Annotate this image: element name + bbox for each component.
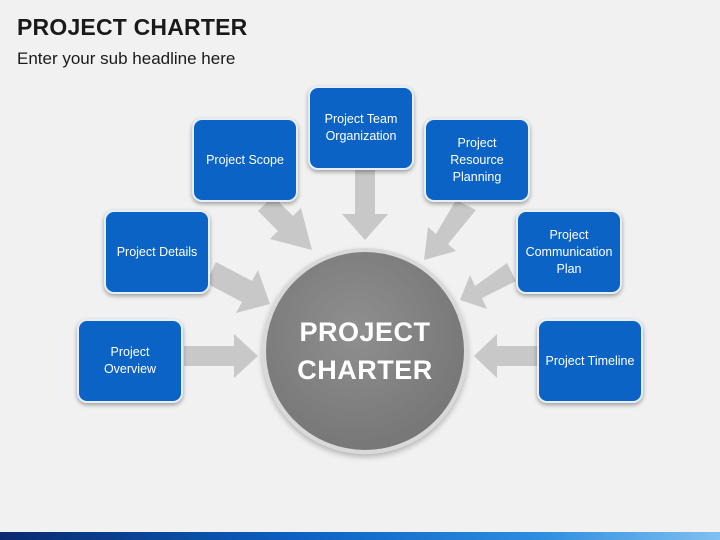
node-label: Project Team Organization xyxy=(324,112,398,143)
arrow-resource xyxy=(424,200,476,260)
center-circle: PROJECT CHARTER xyxy=(262,248,468,454)
node-project-overview: Project Overview xyxy=(77,319,183,403)
center-label: PROJECT CHARTER xyxy=(297,317,433,385)
arrow-team xyxy=(342,170,388,240)
footer-bar xyxy=(0,532,720,540)
arrow-timeline xyxy=(474,334,537,378)
arrow-communication xyxy=(460,263,516,309)
node-project-scope: Project Scope xyxy=(192,118,298,202)
node-label: Project Timeline xyxy=(545,353,635,368)
node-label: Project Resource Planning xyxy=(450,135,504,184)
page-title: PROJECT CHARTER xyxy=(17,14,248,40)
arrow-overview xyxy=(184,334,258,378)
arrow-details xyxy=(206,262,270,313)
node-project-communication-plan: Project Communication Plan xyxy=(516,210,622,294)
node-project-resource-planning: Project Resource Planning xyxy=(424,118,530,202)
arrow-scope xyxy=(258,196,312,250)
node-project-timeline: Project Timeline xyxy=(537,319,643,403)
node-label: Project Scope xyxy=(206,152,284,167)
node-label: Project Communication Plan xyxy=(525,227,613,276)
node-label: Project Overview xyxy=(103,345,157,376)
page-subtitle: Enter your sub headline here xyxy=(17,49,236,68)
node-label: Project Details xyxy=(116,244,198,259)
node-project-details: Project Details xyxy=(104,210,210,294)
node-project-team-organization: Project Team Organization xyxy=(308,86,414,170)
